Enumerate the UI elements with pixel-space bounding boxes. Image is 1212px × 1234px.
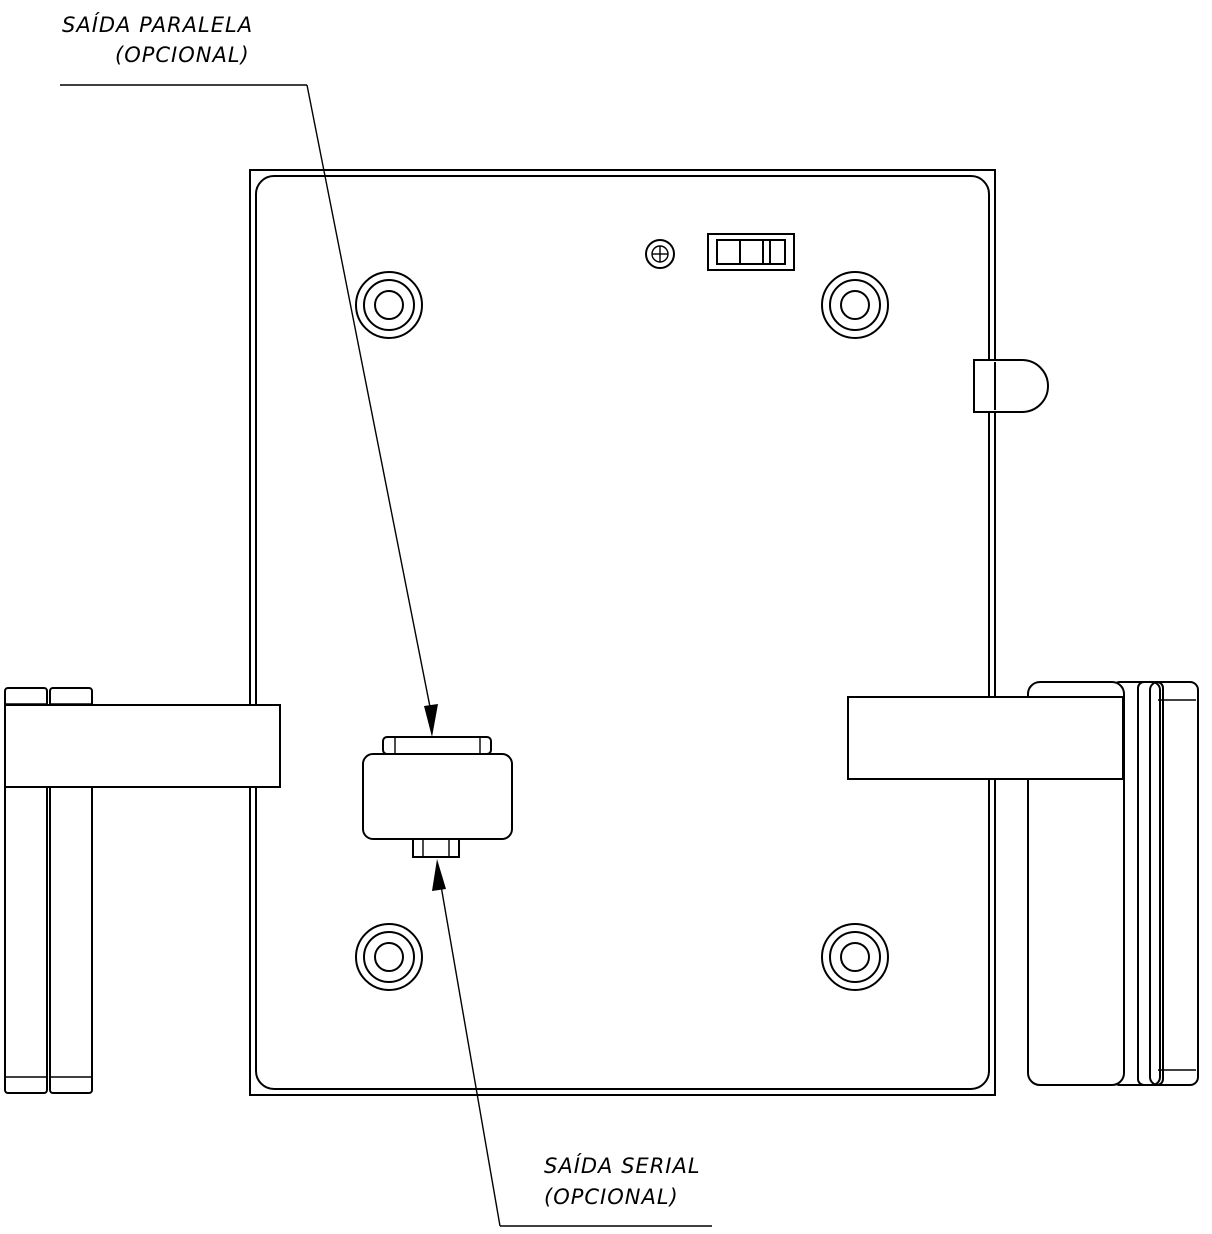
side-knob xyxy=(973,359,1049,413)
mounting-hole-bottom-right xyxy=(821,923,889,991)
right-bracket xyxy=(847,681,1199,1086)
parallel-output-label-line2: (OPCIONAL) xyxy=(115,43,250,67)
serial-output-label-line1: SAÍDA SERIAL xyxy=(544,1154,701,1178)
left-bracket xyxy=(4,687,281,1094)
screw-icon xyxy=(645,239,675,269)
serial-output-leader xyxy=(432,859,712,1227)
power-switch xyxy=(707,233,795,271)
output-connector xyxy=(362,736,513,858)
mounting-hole-bottom-left xyxy=(355,923,423,991)
mounting-hole-top-left xyxy=(355,271,423,339)
parallel-output-label-line1: SAÍDA PARALELA xyxy=(62,13,254,37)
main-plate xyxy=(249,169,996,1096)
mounting-hole-top-right xyxy=(821,271,889,339)
parallel-output-leader xyxy=(60,84,438,737)
serial-output-label-line2: (OPCIONAL) xyxy=(544,1185,679,1209)
